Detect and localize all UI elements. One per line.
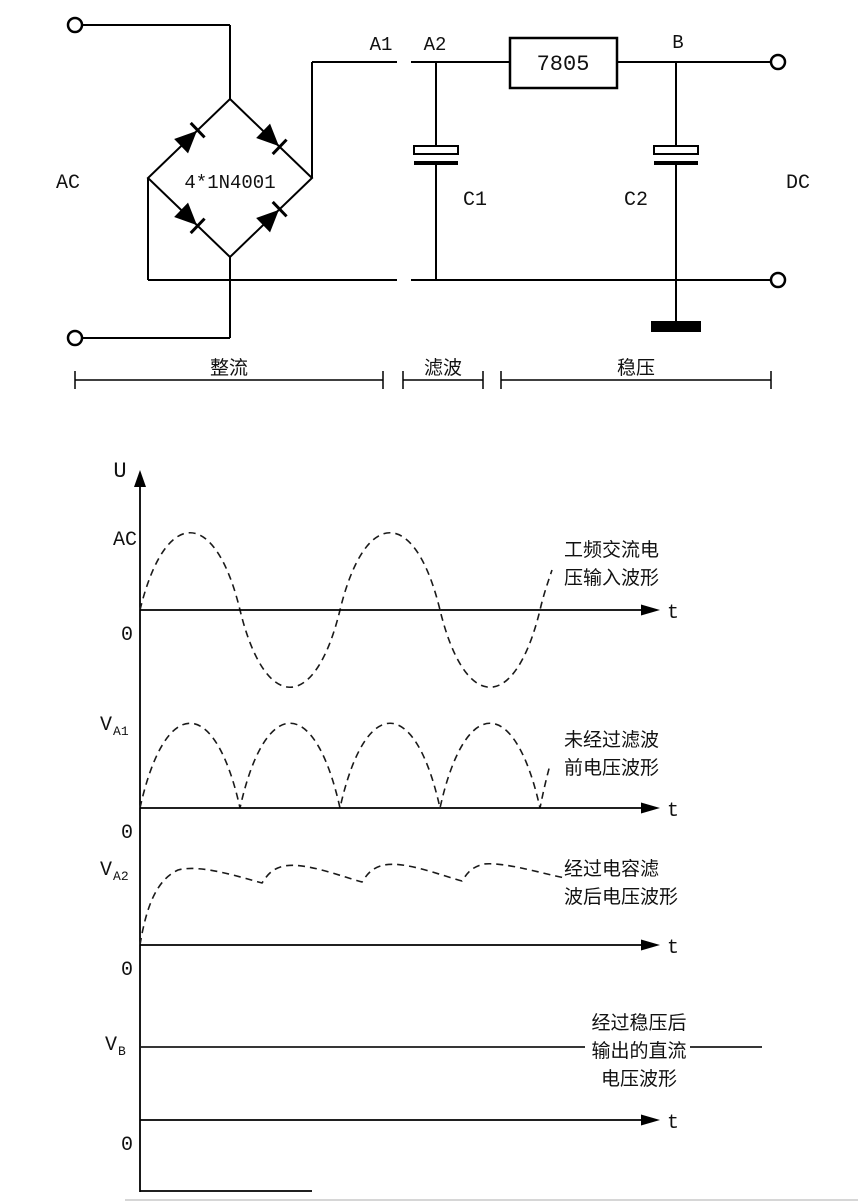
circuit-diagram: 4*1N4001 C1 C2 7805 AC DC A1 A2 B	[56, 16, 810, 389]
origin-1-label: 0	[121, 624, 133, 647]
waveform-ac-sine	[139, 532, 553, 688]
annotation-vb-line3: 电压波形	[601, 1068, 677, 1090]
ac-terminal-top	[66, 16, 84, 34]
annotation-va2-line2: 波后电压波形	[564, 886, 678, 908]
dc-terminal-bottom	[769, 271, 787, 289]
dc-terminal-top	[769, 53, 787, 71]
node-a2-label: A2	[424, 34, 447, 56]
section-filter-label: 滤波	[424, 357, 462, 379]
time-axis-2-label: t	[667, 800, 679, 823]
capacitor-c2	[653, 145, 699, 165]
capacitor-c1-label: C1	[463, 189, 487, 212]
row-vb-label: VB	[105, 1034, 126, 1059]
waveform-row-va2: VA2 t 0 经过电容滤 波后电压波形	[100, 858, 679, 982]
voltage-axis: U	[113, 459, 146, 1192]
regulator-label: 7805	[537, 52, 590, 77]
u-axis-arrow	[134, 470, 146, 487]
waveform-row-ac: AC t 0 工频交流电 压输入波形	[113, 529, 679, 688]
circuit-wires	[82, 24, 771, 339]
origin-3-label: 0	[121, 959, 133, 982]
bridge-rectifier: 4*1N4001	[146, 97, 314, 259]
annotation-va1-line1: 未经过滤波	[564, 729, 659, 751]
bridge-label: 4*1N4001	[184, 172, 275, 194]
row-va2-label: VA2	[100, 859, 129, 884]
section-regulate-label: 稳压	[617, 357, 655, 379]
u-axis-label: U	[113, 459, 126, 484]
dc-label: DC	[786, 172, 810, 195]
annotation-va2-line1: 经过电容滤	[564, 858, 659, 880]
ac-terminal-bottom	[66, 329, 84, 347]
time-axis-3-arrow	[641, 939, 660, 951]
section-bracket-regulate: 稳压	[500, 357, 772, 389]
annotation-ac-line2: 压输入波形	[564, 567, 659, 589]
regulator-7805: 7805	[508, 36, 619, 90]
waveform-diagram: U AC t 0 工频交流电 压输入波形 VA1 t 0 未经过滤波 前电压波形…	[100, 459, 858, 1201]
section-rectify-label: 整流	[210, 357, 248, 379]
ac-label: AC	[56, 172, 80, 195]
section-bracket-rectify: 整流	[74, 357, 384, 389]
time-axis-4-arrow	[641, 1114, 660, 1126]
time-axis-1-label: t	[667, 602, 679, 625]
capacitor-c1	[413, 145, 459, 165]
diode-bottom-right	[256, 200, 288, 233]
waveform-filtered	[139, 862, 566, 946]
origin-2-label: 0	[121, 822, 133, 845]
row-ac-label: AC	[113, 529, 137, 552]
annotation-vb-line1: 经过稳压后	[591, 1012, 686, 1034]
time-axis-3-label: t	[667, 937, 679, 960]
waveform-rectified	[139, 722, 551, 809]
time-axis-2-arrow	[641, 802, 660, 814]
row-va1-label: VA1	[100, 714, 129, 739]
capacitor-c2-label: C2	[624, 189, 648, 212]
time-axis-4-label: t	[667, 1112, 679, 1135]
node-b-label: B	[672, 32, 683, 54]
annotation-vb-line2: 输出的直流	[591, 1040, 686, 1062]
waveform-row-va1: VA1 t 0 未经过滤波 前电压波形	[100, 714, 679, 845]
diode-top-left	[174, 121, 206, 154]
waveform-row-vb: VB t 0 经过稳压后 输出的直流 电压波形	[105, 1012, 762, 1157]
diode-top-right	[256, 123, 288, 156]
ground-symbol	[651, 321, 701, 332]
node-a1-label: A1	[370, 34, 393, 56]
origin-4-label: 0	[121, 1134, 133, 1157]
diode-bottom-left	[174, 202, 206, 235]
annotation-va1-line2: 前电压波形	[564, 757, 659, 779]
section-bracket-filter: 滤波	[402, 357, 484, 389]
annotation-ac-line1: 工频交流电	[564, 539, 659, 561]
time-axis-1-arrow	[641, 604, 660, 616]
